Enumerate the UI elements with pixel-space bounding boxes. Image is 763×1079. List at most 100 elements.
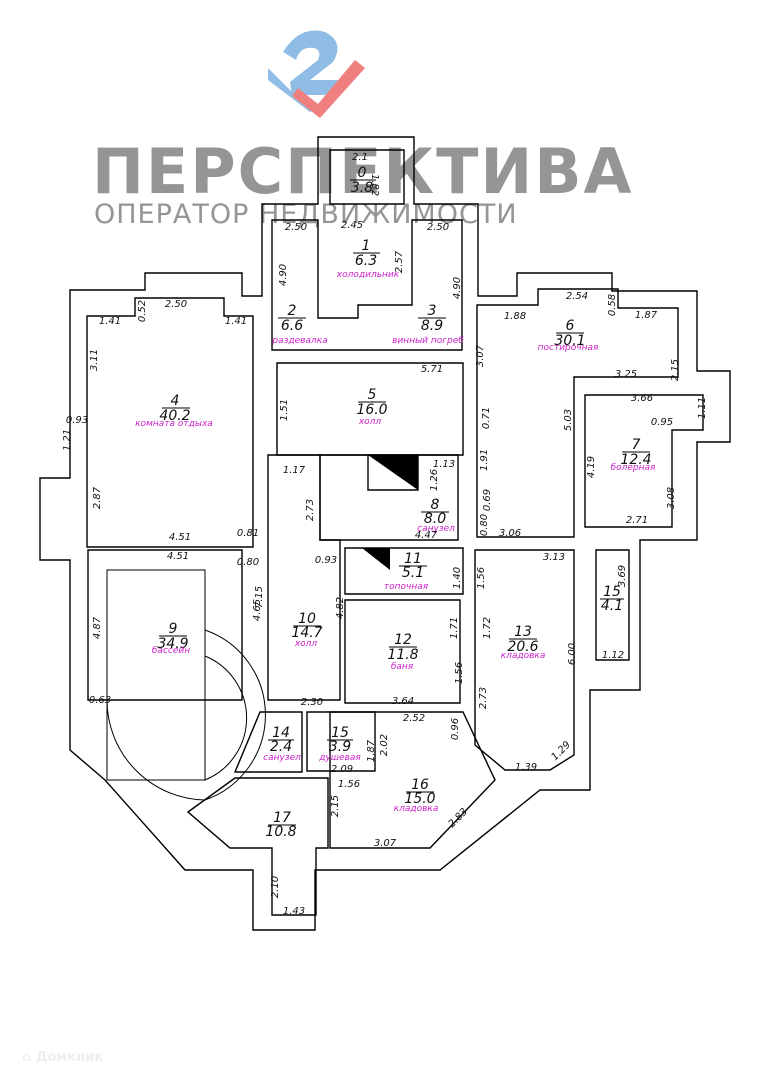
- dimension-label: 0.71: [481, 407, 492, 429]
- dimension-label: 0.93: [66, 415, 88, 426]
- svg-text:12: 12: [394, 632, 412, 648]
- svg-text:13: 13: [514, 624, 532, 640]
- svg-text:6: 6: [566, 318, 575, 334]
- svg-text:7: 7: [632, 437, 641, 453]
- room-walls: [86, 219, 704, 916]
- svg-text:санузел: санузел: [263, 753, 301, 763]
- dimension-label: 4.47: [415, 530, 438, 541]
- svg-text:бассейн: бассейн: [152, 646, 190, 656]
- svg-text:болерная: болерная: [611, 463, 656, 473]
- svg-text:4: 4: [171, 393, 180, 409]
- dimension-label: 4.19: [586, 456, 597, 478]
- dimension-label: 1.11: [697, 397, 708, 419]
- svg-text:20.6: 20.6: [507, 639, 538, 655]
- dimension-label: 7.15: [254, 586, 265, 608]
- svg-text:душевая: душевая: [318, 753, 361, 763]
- svg-text:15.0: 15.0: [404, 791, 435, 807]
- svg-text:5.1: 5.1: [402, 565, 424, 581]
- dimension-label: 1.82: [369, 174, 380, 196]
- dimension-label: 1.88: [504, 311, 526, 322]
- svg-text:постирочная: постирочная: [538, 343, 599, 353]
- svg-text:14: 14: [272, 725, 290, 741]
- dimension-label: 1.41: [99, 316, 121, 327]
- dimension-label: 1.56: [476, 567, 487, 589]
- dimension-label: 1.87: [635, 310, 658, 321]
- dimension-label: 2.1: [352, 152, 368, 163]
- dimension-label: 2.09: [331, 764, 353, 775]
- dimension-label: 4.82: [335, 597, 346, 619]
- dimension-label: 1.29: [549, 739, 573, 763]
- svg-text:17: 17: [273, 810, 291, 826]
- dimension-label: 0.69: [482, 489, 493, 511]
- dimension-label: 1.72: [482, 617, 493, 639]
- svg-text:6.6: 6.6: [281, 318, 303, 334]
- dimension-label: 2.30: [301, 697, 323, 708]
- svg-text:3.9: 3.9: [329, 739, 351, 755]
- dimension-label: 1.39: [515, 762, 537, 773]
- dimension-label: 0.81: [237, 528, 259, 539]
- dimension-label: 0.95: [651, 417, 673, 428]
- room-0-label: 03.8: [350, 165, 376, 196]
- dimension-label: 4.90: [278, 264, 289, 286]
- dimension-label: 3.25: [615, 369, 637, 380]
- svg-text:16: 16: [411, 777, 429, 793]
- perspektiva-logo-icon: [268, 30, 365, 118]
- svg-text:2.4: 2.4: [270, 739, 292, 755]
- svg-text:8.0: 8.0: [424, 511, 446, 527]
- svg-text:30.1: 30.1: [554, 333, 585, 349]
- dimension-label: 6.00: [567, 643, 578, 665]
- dimension-label: 1.43: [283, 906, 305, 917]
- dimension-label: 3.11: [89, 349, 100, 371]
- dimension-label: 2.54: [566, 291, 588, 302]
- svg-text:40.2: 40.2: [159, 408, 190, 424]
- svg-text:34.9: 34.9: [157, 636, 188, 652]
- dimension-label: 2.15: [670, 359, 681, 381]
- dimension-label: 2.52: [403, 713, 425, 724]
- dimension-label: 1.56: [338, 779, 360, 790]
- dimension-label: 1.41: [225, 316, 247, 327]
- dimension-label: 2.02: [379, 734, 390, 756]
- svg-text:холл: холл: [358, 417, 382, 427]
- svg-text:3.8: 3.8: [351, 180, 373, 196]
- svg-text:комната отдыха: комната отдыха: [135, 419, 213, 429]
- svg-text:баня: баня: [391, 662, 414, 672]
- svg-text:раздевалка: раздевалка: [271, 336, 327, 346]
- dimension-label: 2.45: [341, 220, 363, 231]
- svg-text:1: 1: [362, 238, 371, 254]
- dimension-label: 0.93: [315, 555, 337, 566]
- dimension-label: 1.12: [602, 650, 624, 661]
- svg-text:16.0: 16.0: [356, 402, 387, 418]
- dimension-label: 3.13: [543, 552, 565, 563]
- footer-brand: Домклик: [35, 1050, 104, 1065]
- svg-text:кладовка: кладовка: [501, 651, 546, 661]
- dimension-label: 5.71: [421, 364, 443, 375]
- dimension-label: 0.80: [237, 557, 259, 568]
- svg-text:винный погреб: винный погреб: [392, 336, 464, 346]
- dimension-label: 2.73: [305, 499, 316, 521]
- dimension-label: 3.69: [617, 565, 628, 587]
- dimension-label: 4.87: [92, 616, 103, 639]
- svg-text:8.9: 8.9: [421, 318, 443, 334]
- dimension-label: 3.64: [392, 696, 414, 707]
- svg-text:14.7: 14.7: [291, 625, 322, 641]
- svg-text:10.8: 10.8: [265, 824, 296, 840]
- dimension-label: 4.51: [169, 532, 191, 543]
- svg-text:6.3: 6.3: [355, 253, 377, 269]
- dimension-label: 2.10: [270, 876, 281, 898]
- dimension-label: 2.50: [165, 299, 187, 310]
